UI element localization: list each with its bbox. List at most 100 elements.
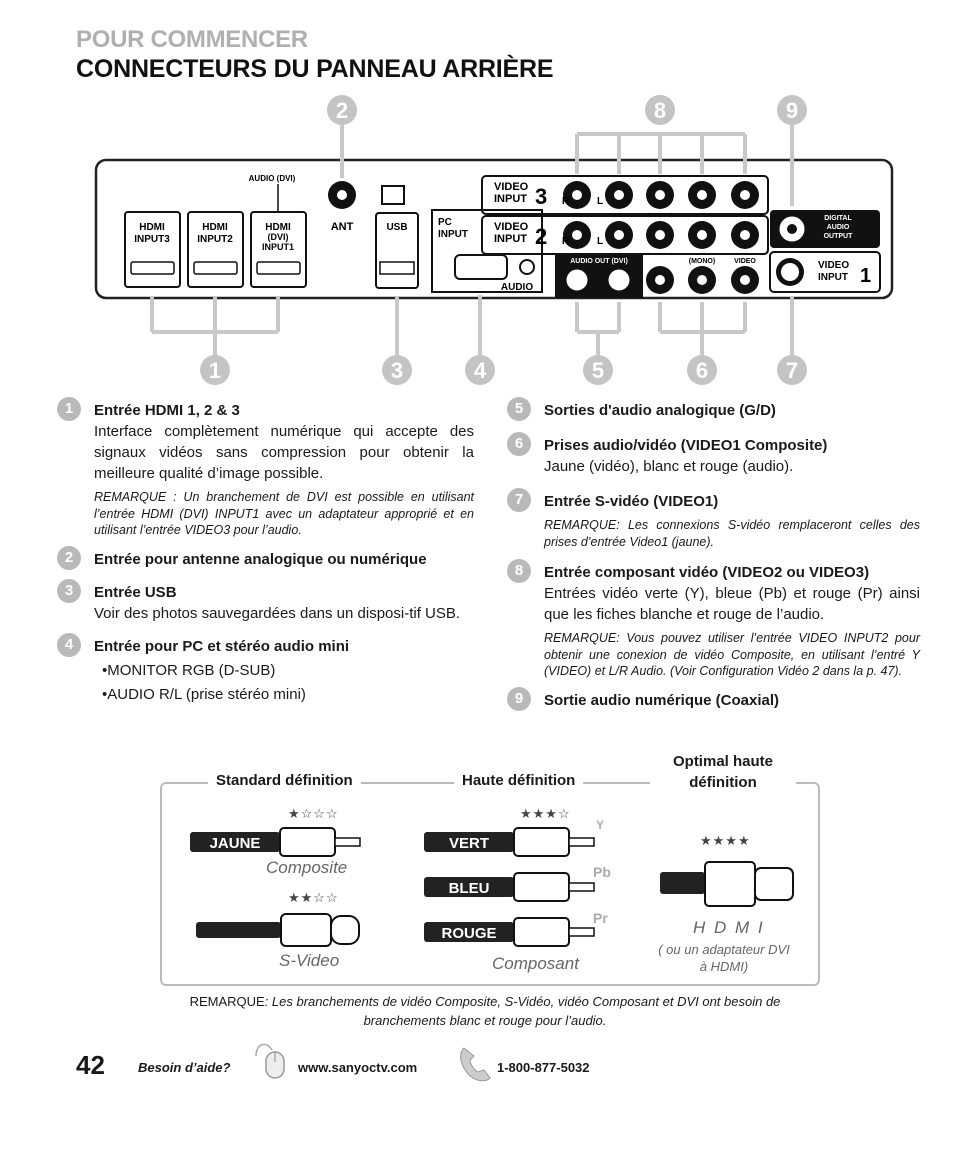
item-body: Voir des photos sauvegardées dans un dis… <box>94 604 461 622</box>
callout-8: 8 <box>645 95 675 125</box>
item-body: Entrées vidéo verte (Y), bleue (Pb) et r… <box>544 585 920 623</box>
phone-icon <box>460 1047 491 1082</box>
svg-text:INPUT1: INPUT1 <box>262 242 294 252</box>
svg-text:4: 4 <box>474 358 487 383</box>
rating-composite: ★☆☆☆ <box>288 806 339 821</box>
svg-text:2: 2 <box>336 98 348 123</box>
rating-component: ★★★☆ <box>520 806 571 821</box>
item-body: Interface complètement numérique qui acc… <box>94 423 474 482</box>
item-heading: Entrée HDMI 1, 2 & 3 <box>94 402 240 419</box>
svg-text:L: L <box>597 196 603 207</box>
svg-text:INPUT: INPUT <box>818 272 848 283</box>
callout-5: 5 <box>583 355 613 385</box>
svg-text:HDMI: HDMI <box>265 222 291 233</box>
high-definition-heading: Haute définition <box>454 770 584 791</box>
callout-4: 4 <box>465 355 495 385</box>
svg-text:7: 7 <box>786 358 798 383</box>
item-number: 7 <box>507 488 531 512</box>
svg-text:AUDIO OUT (DVI): AUDIO OUT (DVI) <box>570 258 628 265</box>
svg-text:6: 6 <box>696 358 708 383</box>
item-note: REMARQUE : Un branchement de DVI est pos… <box>94 490 474 537</box>
svg-text:9: 9 <box>786 98 798 123</box>
mouse-icon <box>255 1043 285 1079</box>
callout-9: 9 <box>777 95 807 125</box>
item-note: REMARQUE: Les connexions S-vidéo remplac… <box>544 518 920 549</box>
usb-port: USB <box>375 185 419 289</box>
svg-text:3: 3 <box>535 184 547 209</box>
footer-help: Besoin d’aide? <box>138 1060 231 1075</box>
rating-hdmi: ★★★★ <box>700 833 751 848</box>
callout-3: 3 <box>382 355 412 385</box>
item-heading: Entrée pour PC et stéréo audio mini <box>94 637 350 655</box>
svg-text:VIDEO: VIDEO <box>734 258 756 265</box>
standard-definition-heading: Standard définition <box>208 770 361 791</box>
antenna-jack: ANT <box>328 181 356 233</box>
hdmi-adapter-note: ( ou un adaptateur DVI à HDMI) <box>658 942 790 974</box>
item-heading: Entrée USB <box>94 583 177 601</box>
bottom-note-prefix: REMARQUE <box>189 994 265 1009</box>
page-number: 42 <box>76 1050 105 1080</box>
svg-text:BLEU: BLEU <box>449 880 490 897</box>
rca-jacks-audio-out <box>563 266 633 294</box>
svg-text:AUDIO: AUDIO <box>827 224 850 231</box>
hdmi-label: H D M I <box>693 918 765 937</box>
item-digital-audio: 9 Sortie audio numérique (Coaxial) <box>507 686 920 711</box>
component-plugs: VERT BLEU ROUGE <box>424 827 595 947</box>
rating-svideo: ★★☆☆ <box>288 890 339 905</box>
item-heading: Entrée pour antenne analogique ou numéri… <box>94 550 427 568</box>
item-number: 4 <box>57 632 81 657</box>
connector-list-right: 5 Sorties d'audio analogique (G/D) 6 Pri… <box>507 397 920 711</box>
item-video1-composite: 6 Prises audio/vidéo (VIDEO1 Composite) … <box>507 432 920 477</box>
footer-phone[interactable]: 1-800-877-5032 <box>497 1060 590 1075</box>
pc-input: PC INPUT AUDIO <box>431 209 543 293</box>
svg-text:1: 1 <box>209 358 221 383</box>
svg-text:(MONO): (MONO) <box>689 258 715 265</box>
item-svideo: 7 Entrée S-vidéo (VIDEO1) REMARQUE: Les … <box>507 488 920 550</box>
item-heading: Entrée S-vidéo (VIDEO1) <box>544 493 719 510</box>
svg-text:USB: USB <box>386 222 407 233</box>
item-note: REMARQUE: Vous pouvez utiliser l’entrée … <box>544 631 920 678</box>
pr-label: Pr <box>593 910 608 926</box>
callout-1: 1 <box>200 355 230 385</box>
svg-text:5: 5 <box>592 358 604 383</box>
svg-text:VIDEO: VIDEO <box>494 181 529 193</box>
callout-6: 6 <box>687 355 717 385</box>
svg-text:3: 3 <box>391 358 403 383</box>
item-antenna: 2 Entrée pour antenne analogique ou numé… <box>57 545 474 570</box>
svg-text:DIGITAL: DIGITAL <box>824 215 852 222</box>
bottom-note: REMARQUE: Les branchements de vidéo Comp… <box>150 992 820 1030</box>
item-component: 8 Entrée composant vidéo (VIDEO2 ou VIDE… <box>507 559 920 680</box>
svg-text:R: R <box>562 236 570 247</box>
hdmi-plug <box>660 861 794 907</box>
svg-text:1: 1 <box>860 265 871 287</box>
item-heading: Sortie audio numérique (Coaxial) <box>544 691 780 709</box>
optimal-definition-heading: Optimal haute définition <box>650 751 796 793</box>
connector-list-left: 1 Entrée HDMI 1, 2 & 3 Interface complèt… <box>57 397 474 705</box>
item-pc: 4 Entrée pour PC et stéréo audio mini MO… <box>57 632 474 705</box>
callout-2: 2 <box>327 95 357 125</box>
callout-7: 7 <box>777 355 807 385</box>
svg-text:INPUT: INPUT <box>494 233 527 245</box>
svg-text:INPUT3: INPUT3 <box>134 234 170 245</box>
footer-url[interactable]: www.sanyoctv.com <box>298 1060 418 1075</box>
svg-text:8: 8 <box>654 98 666 123</box>
y-label: Y <box>596 818 605 832</box>
svg-text:INPUT2: INPUT2 <box>197 234 233 245</box>
svideo-plug <box>196 913 360 947</box>
item-number: 9 <box>507 686 531 711</box>
item-number: 6 <box>507 432 531 456</box>
hdmi-port-2: HDMI INPUT2 <box>187 211 244 288</box>
item-bullet: AUDIO R/L (prise stéréo mini) <box>102 684 474 705</box>
rear-panel-diagram: HDMI INPUT3 HDMI INPUT2 HDMI (DVI) INPUT… <box>94 95 894 385</box>
item-number: 8 <box>507 559 531 583</box>
item-usb: 3 Entrée USB Voir des photos sauvegardée… <box>57 578 474 624</box>
item-heading: Sorties d'audio analogique (G/D) <box>544 402 776 419</box>
svg-text:JAUNE: JAUNE <box>210 835 261 852</box>
page-title: CONNECTEURS DU PANNEAU ARRIÈRE <box>76 55 554 83</box>
svg-text:INPUT: INPUT <box>438 229 468 240</box>
hdmi-port-3: HDMI INPUT3 <box>124 211 181 288</box>
svg-text:R: R <box>562 196 570 207</box>
svg-text:HDMI: HDMI <box>139 222 165 233</box>
svg-text:ANT: ANT <box>331 221 354 233</box>
svg-text:ROUGE: ROUGE <box>441 925 496 942</box>
